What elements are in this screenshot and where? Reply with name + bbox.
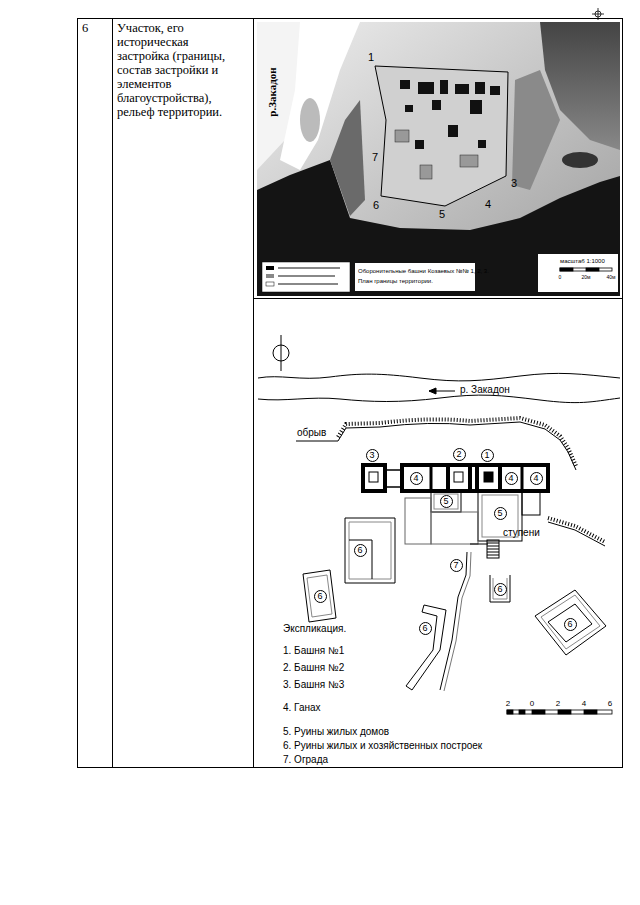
legend-item: 4. Ганах bbox=[283, 703, 321, 713]
callout-circle: 7 bbox=[450, 559, 463, 572]
boundary-point: 7 bbox=[372, 152, 378, 163]
callout-circle: 2 bbox=[453, 448, 466, 461]
boundary-point: 3 bbox=[511, 178, 517, 189]
callout-circle: 5 bbox=[440, 495, 453, 508]
scale-number: 2 bbox=[556, 700, 560, 708]
scale-number: 40м bbox=[607, 275, 616, 280]
outbuilding-ruins bbox=[303, 518, 606, 690]
node-text: 6 bbox=[422, 624, 427, 633]
callout-circle: 4 bbox=[505, 472, 518, 485]
node-text: 4 bbox=[533, 474, 538, 483]
table-cell: 6 bbox=[78, 19, 112, 37]
boundary-point: 6 bbox=[373, 200, 379, 211]
legend-item: 2. Башня №2 bbox=[283, 663, 344, 673]
callout-circle: 4 bbox=[410, 472, 423, 485]
callout-circle: 1 bbox=[481, 449, 494, 462]
callout-circle: 6 bbox=[354, 544, 367, 557]
callout-circle: 6 bbox=[419, 622, 432, 635]
scale-number: 0 bbox=[530, 700, 534, 708]
table-cell: Участок, его историческая застройка (гра… bbox=[113, 19, 239, 121]
legend-title: Экспликация. bbox=[283, 624, 346, 634]
node-text: 3 bbox=[369, 451, 374, 460]
node-text: 6 bbox=[82, 21, 108, 35]
node-text: 6 bbox=[357, 546, 362, 555]
node-text: 5 bbox=[497, 509, 502, 518]
aerial-photo bbox=[257, 22, 620, 296]
boundary-point: 5 bbox=[439, 209, 445, 220]
node-text: 6 bbox=[567, 620, 572, 629]
scale-number: 2 bbox=[506, 700, 510, 708]
node-text: 4 bbox=[413, 474, 418, 483]
node-text: 4 bbox=[508, 474, 513, 483]
scale-bar bbox=[507, 710, 612, 714]
photo-caption: Оборонительные башни Козаевых №№ 1, 2, 3… bbox=[358, 268, 489, 274]
callout-circle: 6 bbox=[494, 583, 507, 596]
river-name: р. Закадон bbox=[460, 385, 510, 395]
callout-circle: 4 bbox=[530, 472, 543, 485]
house-ruins bbox=[405, 491, 540, 544]
scale-caption: масштаб 1:1000 bbox=[560, 258, 605, 264]
node-text: 7 bbox=[453, 561, 458, 570]
river-name: р.Закадон bbox=[267, 67, 278, 116]
legend-item: 1. Башня №1 bbox=[283, 646, 344, 656]
river-banks bbox=[258, 373, 620, 402]
legend-item: 5. Руины жилых домов bbox=[283, 727, 389, 737]
tower-block bbox=[363, 465, 548, 491]
scale-number: 4 bbox=[582, 700, 586, 708]
callout-circle: 5 bbox=[494, 507, 507, 520]
legend-item: 3. Башня №3 bbox=[283, 680, 344, 690]
compass-mark bbox=[592, 8, 604, 20]
legend-item: 6. Руины жилых и хозяйственных построек bbox=[283, 741, 482, 751]
stairs bbox=[487, 540, 499, 558]
node-text: 2 bbox=[456, 450, 461, 459]
north-symbol bbox=[273, 335, 289, 371]
photo-caption: План границы территории. bbox=[358, 278, 433, 284]
node-text: 6 bbox=[497, 585, 502, 594]
node-text: 6 bbox=[317, 592, 322, 601]
node-text: 1 bbox=[484, 451, 489, 460]
cliff-label: обрыв bbox=[297, 428, 326, 438]
node-text: Участок, его историческая застройка (гра… bbox=[117, 21, 235, 119]
stairs-label: ступени bbox=[503, 528, 540, 538]
callout-circle: 6 bbox=[314, 590, 327, 603]
scale-number: 6 bbox=[608, 700, 612, 708]
callout-circle: 3 bbox=[366, 449, 379, 462]
callout-circle: 6 bbox=[564, 618, 577, 631]
node-text: 5 bbox=[443, 497, 448, 506]
legend-item: 7. Ограда bbox=[283, 755, 328, 765]
scale-number: 20м bbox=[582, 275, 591, 280]
cliff-line bbox=[296, 418, 605, 546]
table-grid bbox=[78, 19, 623, 768]
boundary-point: 4 bbox=[485, 199, 491, 210]
scale-number: 0 bbox=[559, 275, 562, 280]
boundary-point: 1 bbox=[368, 52, 374, 63]
